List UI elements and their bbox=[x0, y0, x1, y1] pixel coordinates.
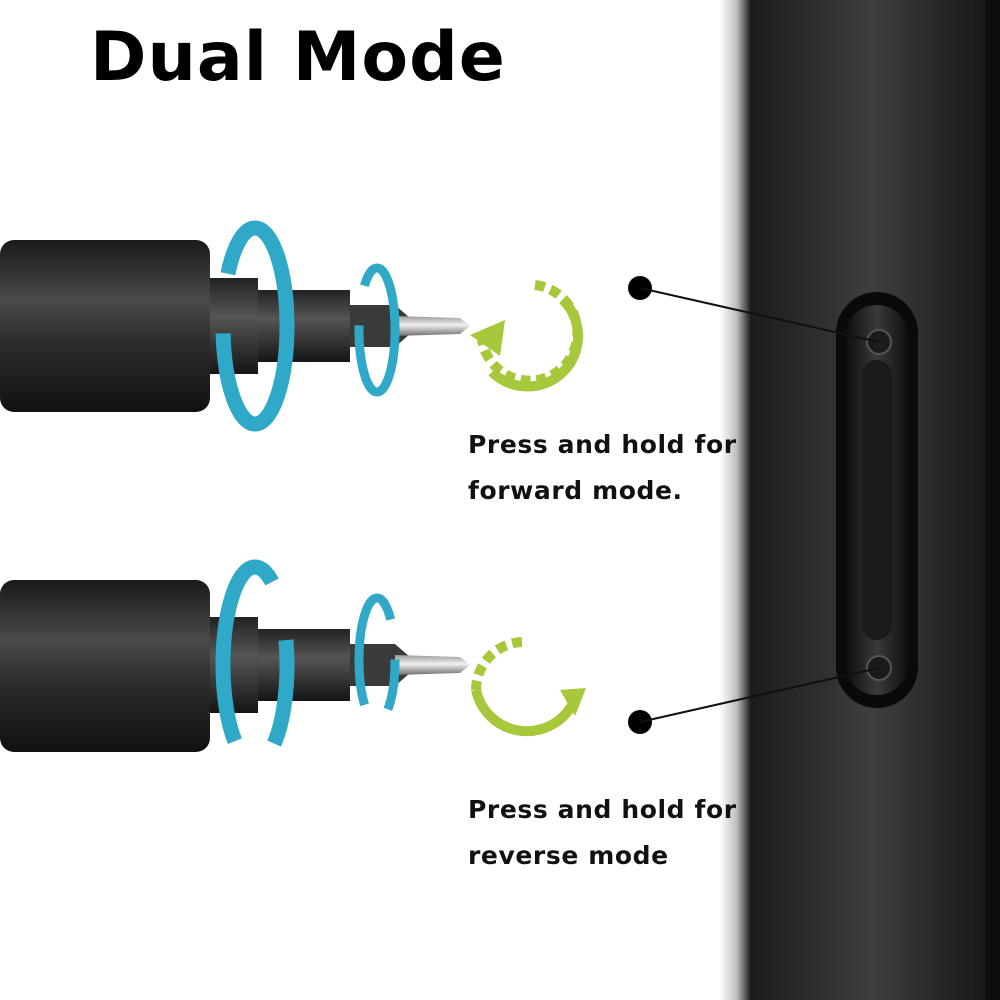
reverse-caption-line2: reverse mode bbox=[468, 841, 669, 870]
rotation-arrow-icon bbox=[354, 263, 400, 397]
forward-mode-caption: Press and hold for forward mode. bbox=[468, 422, 737, 514]
rotation-arrow-icon bbox=[215, 220, 295, 432]
screwdriver-reverse bbox=[0, 580, 470, 752]
reverse-caption-line1: Press and hold for bbox=[468, 795, 737, 824]
forward-caption-line1: Press and hold for bbox=[468, 430, 737, 459]
curved-direction-arrow-icon bbox=[470, 637, 586, 737]
reverse-mode-caption: Press and hold for reverse mode bbox=[468, 787, 737, 879]
curved-direction-arrow-icon bbox=[470, 280, 584, 392]
screwdriver-forward bbox=[0, 240, 470, 412]
indicator-dot-icon bbox=[628, 667, 880, 734]
direction-switch[interactable] bbox=[836, 292, 918, 708]
indicator-dot-icon bbox=[628, 276, 880, 343]
page-title: Dual Mode bbox=[90, 18, 506, 97]
rotation-arrow-icon bbox=[354, 593, 400, 727]
forward-caption-line2: forward mode. bbox=[468, 476, 683, 505]
rotation-arrow-icon bbox=[215, 559, 295, 771]
